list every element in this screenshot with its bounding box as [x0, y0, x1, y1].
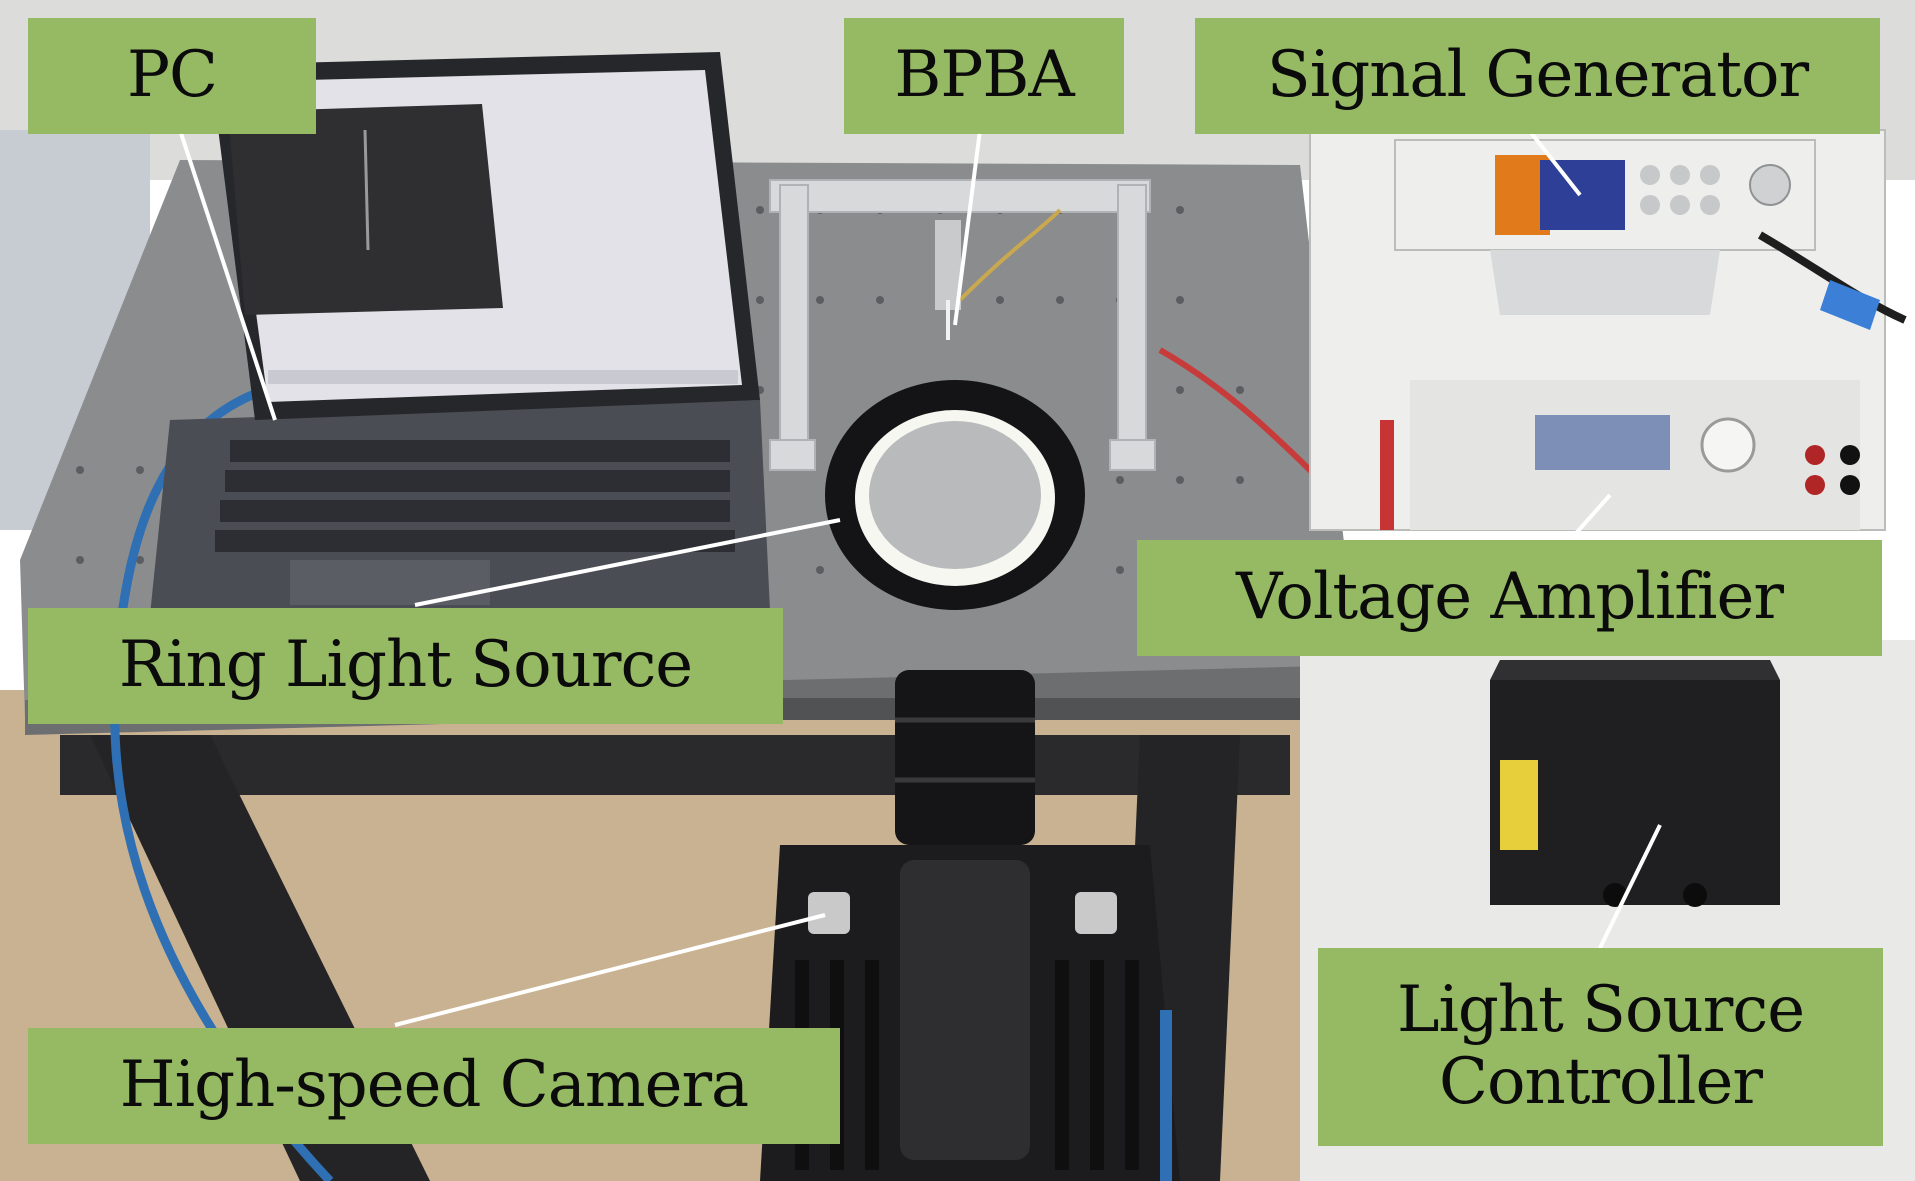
label-signal-generator-text: Signal Generator: [1266, 38, 1809, 113]
camera-mount-right: [1075, 892, 1117, 934]
voltage-amplifier-display: [1535, 415, 1670, 470]
light-source-controller-knob-right: [1683, 883, 1707, 907]
leader-line-pc: [178, 129, 277, 421]
light-source-controller-top: [1490, 660, 1780, 680]
label-ring-light-source-text: Ring Light Source: [118, 628, 693, 703]
label-pc: PC: [28, 18, 316, 134]
light-source-controller-sticker: [1500, 760, 1538, 850]
leader-line-bpba: [953, 129, 982, 326]
leader-line-high-speed-camera: [394, 913, 826, 1027]
voltage-amplifier-terminals: [1805, 445, 1860, 495]
camera-blue-stripe: [1160, 1010, 1172, 1181]
table-crossbar: [60, 735, 1290, 795]
signal-generator-dial: [1749, 164, 1791, 206]
leader-line-voltage-amplifier: [1568, 493, 1612, 542]
signal-cables: [1757, 231, 1907, 324]
label-high-speed-camera: High-speed Camera: [28, 1028, 840, 1144]
voltage-amplifier-red-stripe: [1380, 420, 1394, 530]
ring-light-inner: [869, 421, 1041, 569]
leader-lines: [178, 123, 1662, 1027]
camera-handle: [900, 860, 1030, 1160]
laptop-keys: [215, 440, 735, 552]
label-bpba: BPBA: [844, 18, 1124, 134]
laptop-touchpad: [290, 560, 490, 605]
laptop-camera-view-needle: [363, 129, 370, 251]
laptop-taskbar: [268, 370, 738, 384]
label-signal-generator: Signal Generator: [1195, 18, 1880, 134]
label-voltage-amplifier-text: Voltage Amplifier: [1236, 560, 1784, 635]
signal-generator-buttons: [1640, 165, 1720, 215]
voltage-amplifier-knob: [1700, 417, 1756, 473]
leader-line-ring-light: [414, 518, 841, 607]
bpba-frame: [769, 179, 1156, 471]
label-light-source-controller: Light Source Controller: [1318, 948, 1883, 1146]
bpba-wires: [958, 208, 1062, 302]
label-bpba-text: BPBA: [894, 38, 1074, 113]
leader-line-controller: [1598, 824, 1662, 949]
label-light-source-controller-line2: Controller: [1439, 1045, 1763, 1119]
camera-mount-left: [808, 892, 850, 934]
signal-generator-display: [1540, 160, 1625, 230]
blue-connector: [1820, 280, 1880, 330]
label-ring-light-source: Ring Light Source: [28, 608, 783, 724]
label-light-source-controller-line1: Light Source: [1396, 973, 1805, 1048]
signal-generator-stand: [1490, 250, 1720, 315]
camera-lens: [895, 670, 1035, 845]
label-pc-text: PC: [126, 38, 218, 113]
camera-lens-rings: [895, 717, 1035, 783]
leader-line-signal-generator: [1523, 123, 1582, 197]
label-high-speed-camera-text: High-speed Camera: [119, 1048, 749, 1123]
bpba-actuator: [935, 220, 961, 310]
light-source-controller-body: [1490, 680, 1780, 905]
label-voltage-amplifier: Voltage Amplifier: [1137, 540, 1882, 656]
